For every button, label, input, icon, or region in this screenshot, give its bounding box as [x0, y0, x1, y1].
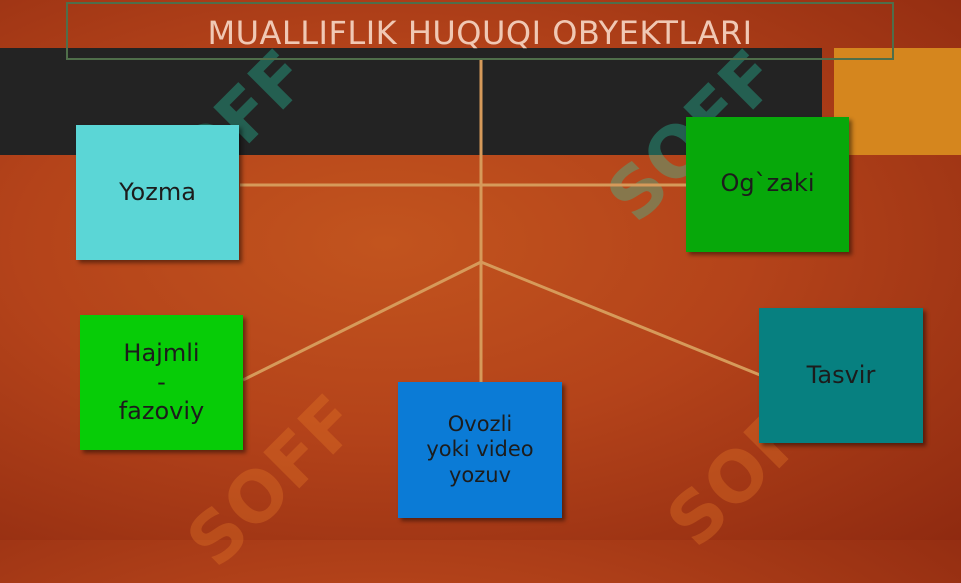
box-hajmli-label: Hajmli - fazoviy	[118, 339, 205, 425]
box-ogzaki-label: Og`zaki	[720, 169, 815, 197]
box-ovozli-label: Ovozli yoki video yozuv	[426, 412, 534, 487]
connector-lines	[240, 60, 761, 382]
box-yozma: Yozma	[76, 125, 239, 260]
box-ogzaki: Og`zaki	[686, 117, 849, 252]
box-hajmli-fazoviy: Hajmli - fazoviy	[80, 315, 243, 450]
box-yozma-label: Yozma	[119, 178, 196, 207]
box-tasvir: Tasvir	[759, 308, 923, 443]
box-ovozli-video: Ovozli yoki video yozuv	[398, 382, 562, 518]
title-frame	[66, 2, 894, 60]
box-tasvir-label: Tasvir	[806, 361, 876, 390]
orange-accent-square	[834, 48, 961, 155]
connector-to-tasvir	[480, 260, 761, 377]
page-title: MUALLIFLIK HUQUQI OBYEKTLARI	[207, 14, 753, 52]
connector-to-hajmli	[242, 260, 482, 382]
